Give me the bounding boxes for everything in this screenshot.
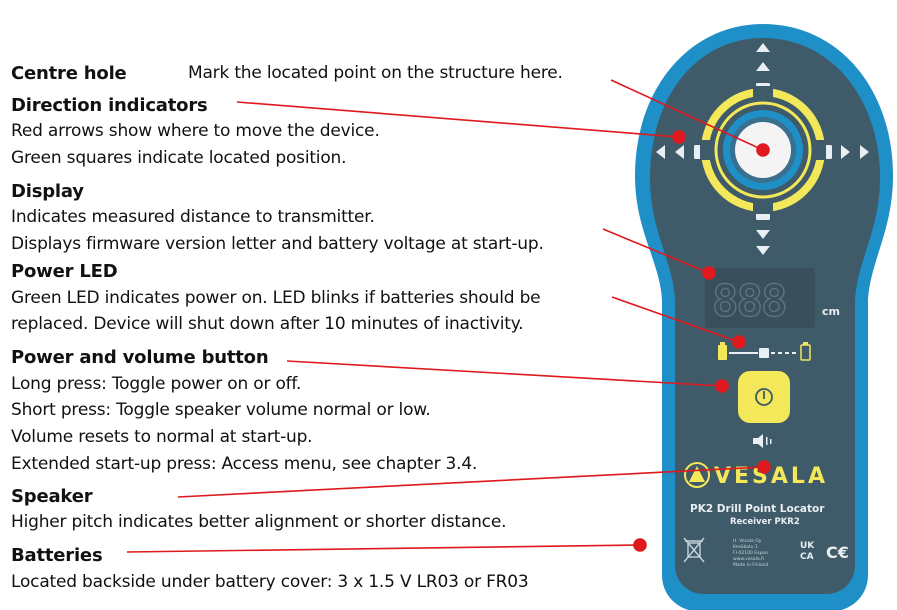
power-button-line: Volume resets to normal at start-up. bbox=[11, 427, 313, 447]
power-button-line: Extended start-up press: Access menu, se… bbox=[11, 454, 478, 474]
brand-name: VESALA bbox=[714, 464, 828, 489]
direction-indicators-title: Direction indicators bbox=[11, 95, 208, 116]
arrow-down-icon bbox=[756, 246, 770, 255]
display-digits: 888 bbox=[712, 276, 785, 327]
centre-hole-title: Centre hole bbox=[11, 63, 127, 84]
svg-text:CA: CA bbox=[800, 552, 814, 562]
display-line: Indicates measured distance to transmitt… bbox=[11, 207, 375, 227]
power-led-title: Power LED bbox=[11, 261, 118, 282]
power-icon bbox=[755, 388, 773, 406]
model-name: PK2 Drill Point Locator bbox=[690, 503, 825, 515]
display-unit: cm bbox=[822, 305, 840, 318]
svg-text:www.vesala.fi: www.vesala.fi bbox=[733, 556, 764, 562]
receiver-name: Receiver PKR2 bbox=[730, 517, 800, 527]
power-led-line: replaced. Device will shut down after 10… bbox=[11, 314, 524, 334]
direction-indicators-line: Red arrows show where to move the device… bbox=[11, 121, 380, 141]
speaker-title: Speaker bbox=[11, 486, 93, 507]
arrow-up-icon bbox=[756, 62, 770, 71]
power-button-line: Long press: Toggle power on or off. bbox=[11, 374, 302, 394]
svg-text:H. Vesala Oy: H. Vesala Oy bbox=[733, 538, 762, 544]
ce-mark-icon: C€ bbox=[826, 543, 849, 562]
direction-indicators-line: Green squares indicate located position. bbox=[11, 148, 347, 168]
battery-icon bbox=[718, 345, 727, 360]
arrow-right-icon bbox=[860, 145, 869, 159]
power-led bbox=[759, 348, 769, 358]
speaker-line: Higher pitch indicates better alignment … bbox=[11, 512, 507, 532]
manufacturer-address: H. Vesala Oy Kesäkatu 1 FI-02100 Espoo w… bbox=[733, 538, 768, 568]
centre-hole bbox=[735, 122, 791, 178]
arrow-down-icon bbox=[756, 230, 770, 239]
svg-text:FI-02100 Espoo: FI-02100 Espoo bbox=[733, 550, 768, 556]
arrow-up-icon bbox=[756, 43, 770, 52]
power-led-line: Green LED indicates power on. LED blinks… bbox=[11, 288, 541, 308]
direction-arrows-down bbox=[756, 210, 770, 255]
batteries-line: Located backside under battery cover: 3 … bbox=[11, 572, 529, 592]
power-button-line: Short press: Toggle speaker volume norma… bbox=[11, 400, 431, 420]
ukca-mark-icon: UK bbox=[800, 541, 815, 551]
power-button-title: Power and volume button bbox=[11, 347, 269, 368]
svg-text:Made in Finland: Made in Finland bbox=[733, 562, 768, 568]
centre-hole-desc: Mark the located point on the structure … bbox=[188, 63, 563, 83]
speaker-icon bbox=[753, 434, 772, 448]
power-led-indicator bbox=[718, 342, 811, 361]
arrow-right-icon bbox=[841, 145, 850, 159]
display-title: Display bbox=[11, 181, 84, 202]
display-line: Displays firmware version letter and bat… bbox=[11, 234, 544, 254]
batteries-title: Batteries bbox=[11, 545, 103, 566]
weee-bin-icon bbox=[683, 537, 705, 563]
svg-text:Kesäkatu 1: Kesäkatu 1 bbox=[733, 544, 758, 550]
